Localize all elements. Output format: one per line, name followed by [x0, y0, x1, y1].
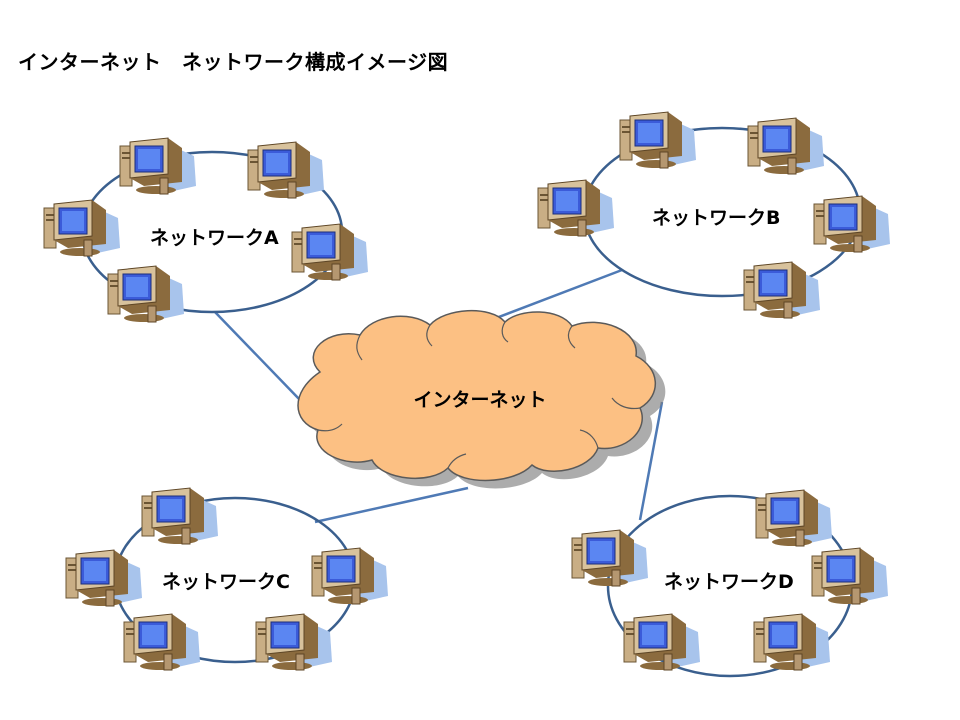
internet-cloud [297, 310, 666, 489]
network-c-label: ネットワークC [162, 571, 290, 593]
desktop-computer-icon [537, 179, 615, 237]
desktop-computer-icon [755, 489, 833, 547]
desktop-computer-icon [753, 613, 831, 671]
desktop-computer-icon [43, 199, 121, 257]
desktop-computer-icon [255, 613, 333, 671]
desktop-computer-icon [119, 137, 197, 195]
desktop-computer-icon [247, 141, 325, 199]
desktop-computer-icon [619, 111, 697, 169]
network-d-label: ネットワークD [664, 571, 794, 593]
desktop-computer-icon [813, 195, 891, 253]
internet-label: インターネット [413, 389, 546, 411]
desktop-computer-icon [141, 487, 219, 545]
desktop-computer-icon [571, 529, 649, 587]
desktop-computer-icon [747, 117, 825, 175]
link-network-c [314, 486, 469, 524]
desktop-computer-icon [65, 549, 143, 607]
desktop-computer-icon [107, 265, 185, 323]
desktop-computer-icon [291, 223, 369, 281]
network-a-label: ネットワークA [150, 227, 279, 249]
diagram-title: インターネット ネットワーク構成イメージ図 [18, 50, 449, 74]
link-network-d [638, 401, 664, 521]
desktop-computer-icon [311, 547, 389, 605]
link-network-a [214, 311, 301, 401]
network-b-label: ネットワークB [652, 207, 780, 229]
desktop-computer-icon [743, 261, 821, 319]
desktop-computer-icon [811, 547, 889, 605]
desktop-computer-icon [123, 613, 201, 671]
